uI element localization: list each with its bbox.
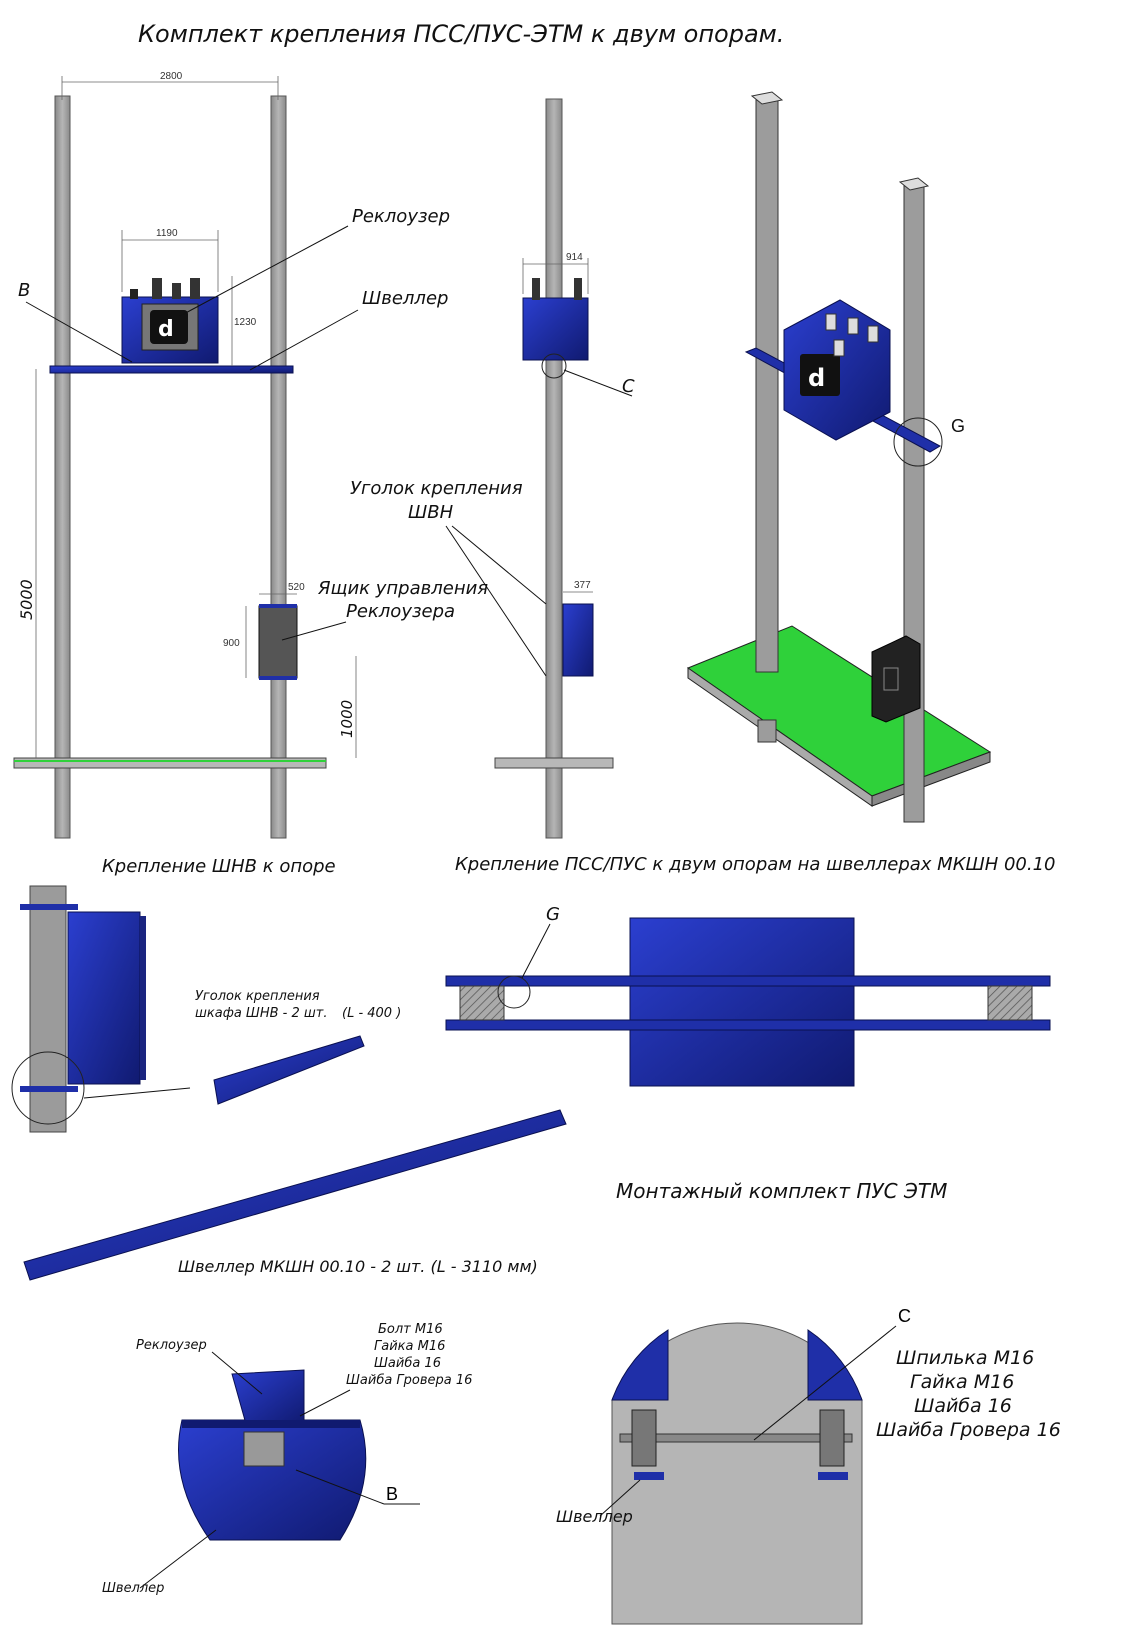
label-recloser: Реклоузер [352,206,450,227]
detail-c-stud-label: Шпилька М16 [896,1347,1034,1369]
title-mount-shnv: Крепление ШНВ к опоре [102,856,336,877]
iso-pole-left [755,99,779,673]
shnv-angle-label-1: Уголок крепления [195,989,320,1004]
control-box [258,605,298,679]
label-b: B [18,280,30,301]
drawing-title: Комплект крепления ПСС/ПУС-ЭТМ к двум оп… [138,20,784,48]
detail-c-circle [541,353,567,379]
shnv-angle-label-2: шкафа ШНВ - 2 шт. [195,1006,327,1021]
top-recloser [629,917,855,1087]
side-ground [494,757,614,769]
label-g-iso: G [951,416,965,436]
dim-914: 914 [566,252,583,263]
title-channels: Крепление ПСС/ПУС к двум опорам на швелл… [455,854,1056,875]
left-pole [54,95,71,839]
label-angle-1: Уголок крепления [350,478,523,499]
detail-b-label: B [386,1484,398,1504]
detail-b: B Реклоузер Болт М16 Гайка М16 Шайба 16 … [102,1322,472,1596]
detail-c-grover-label: Шайба Гровера 16 [876,1419,1061,1441]
top-label-g: G [546,904,560,925]
iso-cabinet [871,635,921,723]
dim-1000: 1000 [338,700,356,738]
detail-c-channel-label: Швеллер [556,1507,633,1526]
iso-pole-right [903,185,925,823]
shnv-angle-length: (L - 400 ) [342,1006,401,1021]
side-control-box [562,603,594,677]
detail-b-channel-label: Швеллер [102,1581,164,1596]
channels-top-view: G [445,904,1051,1087]
detail-c-label: C [898,1306,911,1326]
dim-5000: 5000 [17,579,36,620]
dim-520: 520 [288,582,305,593]
side-pole [545,98,563,839]
label-box-1: Ящик управления [317,578,488,599]
side-recloser [522,297,589,361]
channel-part [23,1109,567,1281]
detail-c: C Шпилька М16 Гайка М16 Шайба 16 Шайба Г… [556,1306,1061,1625]
dim-2800: 2800 [160,71,183,82]
channel-beam [49,365,294,374]
svg-text:d: d [808,364,825,392]
detail-b-washer-label: Шайба 16 [374,1356,441,1371]
detail-b-grover-label: Шайба Гровера 16 [346,1373,472,1388]
detail-b-bolt [243,1431,285,1467]
dim-900: 900 [223,638,240,649]
detail-c-nut-label: Гайка М16 [910,1371,1014,1393]
dim-1230: 1230 [234,317,257,328]
side-view: 914 C 377 Уголок крепления ШВН [350,98,635,839]
top-pole-right [987,985,1033,1021]
label-channel: Швеллер [362,288,448,309]
label-c: C [622,376,635,397]
shnv-detail-circle [11,1051,85,1125]
front-view: 2800 d 1190 1230 5000 520 900 1000 B Рек… [13,71,488,839]
detail-c-stud [619,1433,853,1443]
svg-text:d: d [158,317,174,342]
detail-b-bolt-label: Болт М16 [378,1322,443,1337]
top-detail-g [497,975,531,1009]
dim-1190: 1190 [156,228,178,239]
shnv-angle-part [213,1035,365,1105]
shnv-mount: Уголок крепления шкафа ШНВ - 2 шт. (L - … [11,885,567,1281]
detail-b-recloser: Реклоузер [136,1338,207,1353]
ground-slab [13,757,327,769]
shnv-pole [29,885,67,1133]
detail-g-circle [893,417,943,467]
shnv-cabinet [67,911,141,1085]
top-pole-left [459,985,505,1021]
detail-b-nut-label: Гайка М16 [374,1339,445,1354]
iso-view: d G [686,91,992,823]
detail-b-body [178,1419,367,1541]
right-pole [270,95,287,839]
kit-label: Монтажный комплект ПУС ЭТМ [616,1179,947,1203]
label-box-2: Реклоузера [346,601,455,622]
channel-part-label: Швеллер МКШН 00.10 - 2 шт. (L - 3110 мм) [178,1257,538,1276]
detail-c-washer-label: Шайба 16 [914,1395,1012,1417]
label-angle-2: ШВН [408,502,454,523]
dim-377: 377 [574,580,591,591]
